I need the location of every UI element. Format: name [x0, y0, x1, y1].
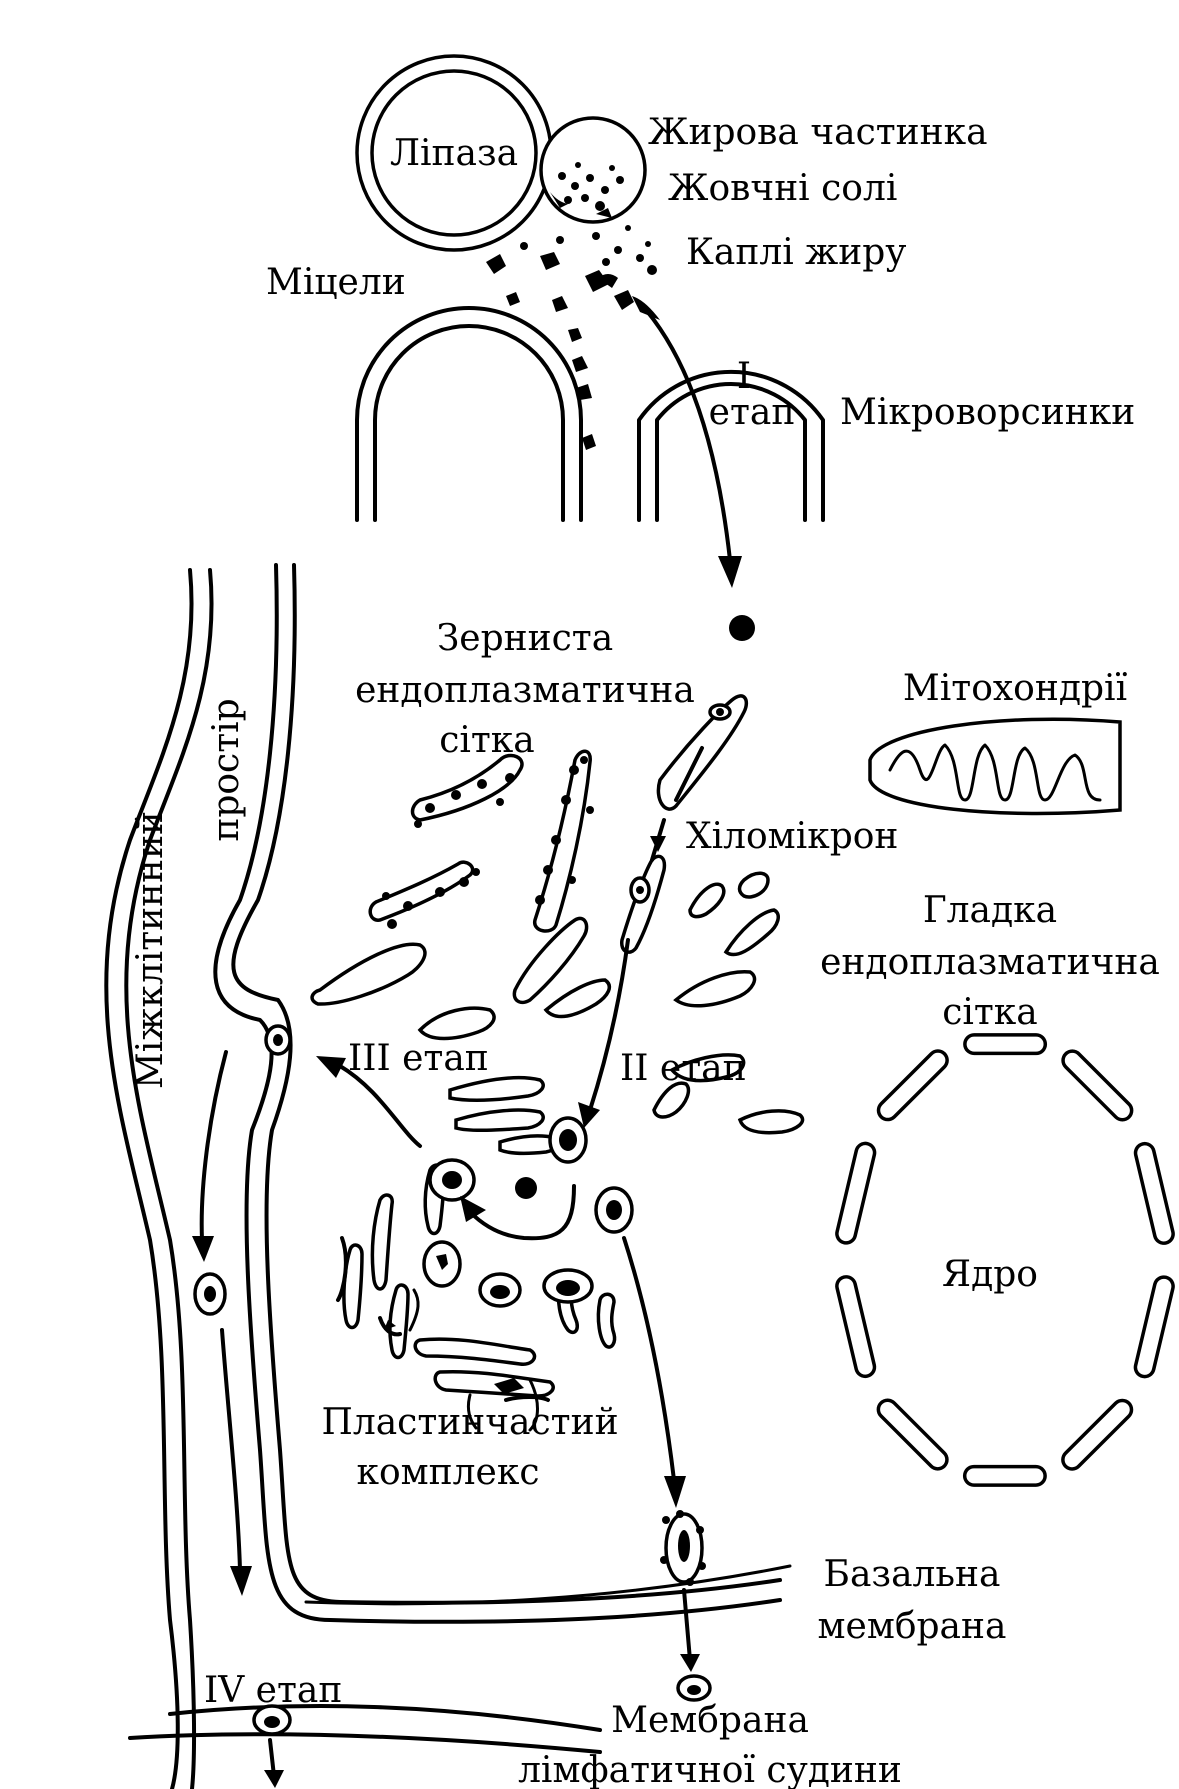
smooth-endoplasmic-reticulum [310, 871, 805, 1135]
label-stage-2: II етап [620, 1048, 747, 1089]
labels: Ліпаза Жирова частинка Жовчні солі Каплі… [130, 112, 1160, 1789]
nucleus-envelope-segment-fill [1137, 1145, 1172, 1242]
nucleus-envelope-segment-fill [880, 1052, 946, 1118]
basal-exocytosis-path [622, 1236, 712, 1702]
absorbed-fat-droplet [729, 615, 755, 641]
chylomicron-formation [620, 694, 749, 954]
label-micelles: Міцели [266, 262, 406, 303]
label-basal-membrane-line1: Базальна [824, 1554, 1001, 1595]
label-rough-er-line3: сітка [439, 720, 535, 761]
label-stage-1-numeral: I [737, 356, 751, 397]
label-golgi-line1: Пластинчастий [321, 1402, 618, 1443]
stage-3-arrow [316, 1056, 422, 1148]
label-fat-particle: Жирова частинка [648, 112, 988, 153]
nucleus-envelope-segment-fill [838, 1278, 873, 1375]
fat-droplets [486, 225, 657, 450]
label-smooth-er-line2: ендоплазматична [820, 942, 1160, 983]
nucleus-envelope-segment-fill [1137, 1278, 1172, 1375]
label-fat-drops: Каплі жиру [686, 232, 906, 273]
label-space-vertical: простір [206, 698, 247, 841]
stage-4-arrows [192, 1050, 292, 1788]
label-microvilli: Мікроворсинки [840, 392, 1135, 433]
nucleus-envelope-segment-fill [1064, 1052, 1130, 1119]
label-rough-er-line1: Зерниста [437, 618, 613, 659]
label-golgi-line2: комплекс [356, 1452, 539, 1493]
label-smooth-er-line3: сітка [942, 992, 1038, 1033]
membrane-fusion-vesicle [264, 1024, 292, 1056]
stage-1-arrow [632, 296, 742, 588]
label-rough-er-line2: ендоплазматична [355, 670, 695, 711]
stage-2-arrow [578, 938, 630, 1128]
microvilli [355, 306, 825, 522]
nucleus [835, 1033, 1175, 1487]
label-basal-membrane-line2: мембрана [818, 1606, 1007, 1647]
label-smooth-er-line1: Гладка [923, 890, 1057, 931]
nucleus-envelope-segment-fill [880, 1401, 946, 1468]
label-chylomicron: Хіломікрон [686, 816, 898, 857]
label-bile-salts: Жовчні солі [668, 168, 897, 209]
nucleus-envelope-segment-fill [838, 1145, 873, 1242]
lipase-organelle [355, 54, 553, 252]
label-lipase: Ліпаза [390, 133, 518, 174]
label-stage-3: III етап [348, 1038, 489, 1079]
label-nucleus: Ядро [942, 1254, 1038, 1295]
label-lymph-membrane-line1: Мембрана [611, 1700, 809, 1741]
label-lymph-membrane-line2: лімфатичної судини [518, 1750, 902, 1789]
label-stage-4: IV етап [204, 1670, 342, 1711]
golgi-complex [336, 1075, 634, 1432]
golgi-curved-arrow [460, 1184, 576, 1241]
label-intercellular-vertical: Міжклітинний [130, 811, 171, 1089]
label-mitochondria: Мітохондрії [903, 668, 1128, 709]
basal-membrane [128, 1564, 792, 1754]
nucleus-envelope-segment-fill [1064, 1402, 1130, 1468]
fat-particle [539, 116, 647, 224]
rough-endoplasmic-reticulum [368, 749, 594, 933]
mitochondrion [868, 717, 1122, 816]
label-stage-1-word: етап [709, 392, 796, 433]
